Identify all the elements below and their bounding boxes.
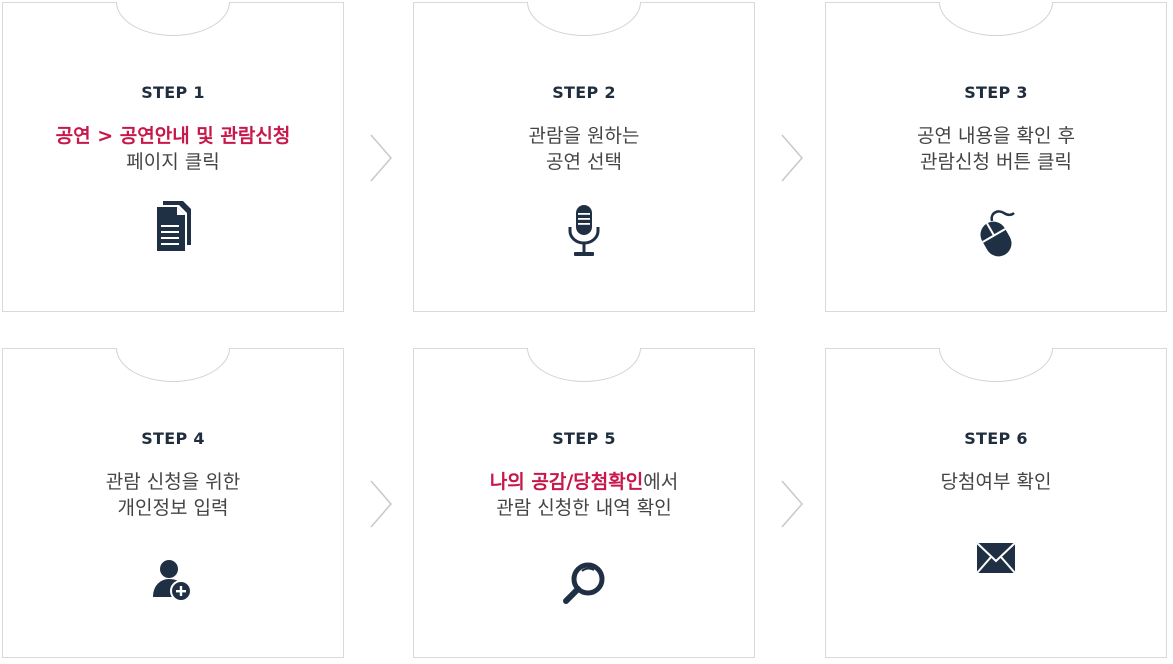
step-text: 공연 내용을 확인 후 (917, 125, 1075, 147)
step-description: 관람을 원하는 공연 선택 (414, 123, 754, 175)
step-text-line2: 페이지 클릭 (126, 151, 220, 173)
step-card-1: STEP 1 공연 > 공연안내 및 관람신청 페이지 클릭 (2, 2, 344, 312)
microphone-icon (554, 201, 614, 261)
mouse-icon (966, 203, 1026, 263)
step-label: STEP 5 (552, 429, 616, 448)
step-text-line2: 관람신청 버튼 클릭 (920, 151, 1072, 173)
add-user-icon (143, 553, 203, 613)
card-notch (116, 348, 230, 382)
step-card-6: STEP 6 당첨여부 확인 (825, 348, 1167, 658)
card-notch (527, 348, 641, 382)
chevron-right-icon (369, 479, 395, 529)
step-description: 공연 내용을 확인 후 관람신청 버튼 클릭 (826, 123, 1166, 175)
step-text: 관람을 원하는 (528, 125, 640, 147)
step-label: STEP 1 (141, 83, 205, 102)
magnifier-icon (554, 555, 614, 615)
step-text-line2: 공연 선택 (546, 151, 622, 173)
card-notch (527, 2, 641, 36)
step-text: 에서 (643, 471, 679, 493)
chevron-right-icon (369, 133, 395, 183)
chevron-right-icon (780, 133, 806, 183)
step-description: 공연 > 공연안내 및 관람신청 페이지 클릭 (3, 123, 343, 175)
card-notch (116, 2, 230, 36)
step-text-line2: 관람 신청한 내역 확인 (496, 497, 672, 519)
documents-icon (143, 199, 203, 259)
step-card-5: STEP 5 나의 공감/당첨확인에서 관람 신청한 내역 확인 (413, 348, 755, 658)
envelope-icon (966, 531, 1026, 591)
step-label: STEP 3 (964, 83, 1028, 102)
step-card-3: STEP 3 공연 내용을 확인 후 관람신청 버튼 클릭 (825, 2, 1167, 312)
step-description: 당첨여부 확인 (826, 469, 1166, 495)
step-card-2: STEP 2 관람을 원하는 공연 선택 (413, 2, 755, 312)
step-text-line2: 개인정보 입력 (117, 497, 229, 519)
step-label: STEP 2 (552, 83, 616, 102)
step-description: 나의 공감/당첨확인에서 관람 신청한 내역 확인 (414, 469, 754, 521)
card-notch (939, 348, 1053, 382)
step-description: 관람 신청을 위한 개인정보 입력 (3, 469, 343, 521)
step-highlight-link: 공연 > 공연안내 및 관람신청 (55, 125, 291, 147)
card-notch (939, 2, 1053, 36)
step-text: 당첨여부 확인 (940, 471, 1052, 493)
step-highlight-link: 나의 공감/당첨확인 (489, 471, 644, 493)
step-label: STEP 6 (964, 429, 1028, 448)
chevron-right-icon (780, 479, 806, 529)
step-text: 관람 신청을 위한 (105, 471, 241, 493)
step-label: STEP 4 (141, 429, 205, 448)
step-card-4: STEP 4 관람 신청을 위한 개인정보 입력 (2, 348, 344, 658)
